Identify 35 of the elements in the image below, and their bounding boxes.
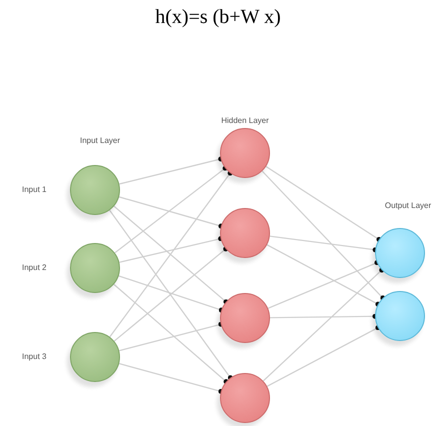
connection-line xyxy=(268,260,380,309)
connection-line xyxy=(114,206,228,304)
connection-line xyxy=(114,166,228,254)
input-label: Input 2 xyxy=(22,263,46,272)
connection-line xyxy=(118,363,224,394)
connection-line xyxy=(109,170,233,338)
connection-line xyxy=(119,156,224,185)
layer-label: Input Layer xyxy=(80,136,120,145)
connection-line xyxy=(266,166,382,242)
circle-node xyxy=(375,291,425,341)
connection-line xyxy=(270,236,378,252)
connection-line xyxy=(114,284,229,384)
connection-line xyxy=(266,325,380,387)
connection-line xyxy=(119,322,224,352)
circle-node xyxy=(220,208,270,258)
connection-line xyxy=(266,244,380,307)
connection-line xyxy=(118,196,224,229)
circle-node xyxy=(70,165,120,215)
circle-node xyxy=(220,373,270,423)
circle-node xyxy=(220,128,270,178)
input-label: Input 3 xyxy=(22,352,46,361)
connection-line xyxy=(119,236,224,263)
connection-line xyxy=(114,246,228,342)
connection-line xyxy=(262,170,386,300)
input-label: Input 1 xyxy=(22,185,46,194)
connection-line xyxy=(262,268,384,382)
circle-node xyxy=(70,332,120,382)
connection-line xyxy=(118,275,224,313)
circle-node xyxy=(375,228,425,278)
formula-title: h(x)=s (b+W x) xyxy=(154,6,282,29)
connection-line xyxy=(109,210,233,380)
connection-line xyxy=(270,314,378,319)
circle-node xyxy=(70,243,120,293)
circle-node xyxy=(220,293,270,343)
layer-label: Output Layer xyxy=(384,201,432,210)
